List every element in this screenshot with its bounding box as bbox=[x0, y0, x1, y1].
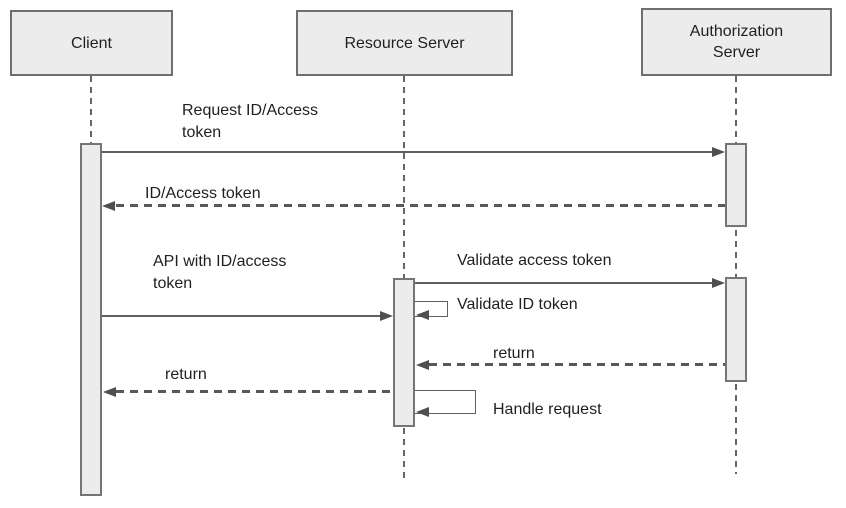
self-message-validate-id-label: Validate ID token bbox=[457, 296, 578, 313]
message-request-token-label: Request ID/Access token bbox=[182, 102, 319, 141]
actor-resource-server-label: Resource Server bbox=[344, 34, 465, 52]
message-request-token-line bbox=[102, 151, 714, 153]
message-return-to-resource-line bbox=[429, 363, 725, 366]
actor-authorization-server: Authorization Server bbox=[641, 8, 832, 76]
actor-authorization-server-label: Authorization Server bbox=[689, 23, 784, 61]
arrowhead-right-icon bbox=[712, 147, 725, 157]
arrowhead-left-icon bbox=[416, 360, 429, 370]
actor-resource-server: Resource Server bbox=[296, 10, 513, 76]
arrowhead-right-icon bbox=[380, 311, 393, 321]
message-return-to-resource-label: return bbox=[493, 345, 535, 362]
message-api-call-label: API with ID/access token bbox=[153, 253, 287, 292]
arrowhead-left-icon bbox=[416, 407, 429, 417]
arrowhead-left-icon bbox=[102, 201, 115, 211]
self-message-validate-id-loop bbox=[415, 301, 448, 317]
message-return-to-client-line bbox=[116, 390, 393, 393]
message-api-call-line bbox=[102, 315, 382, 317]
lifeline-client bbox=[90, 76, 92, 146]
message-id-access-token-label: ID/Access token bbox=[145, 185, 261, 202]
message-validate-access-label: Validate access token bbox=[457, 252, 612, 269]
activation-bar-authorization-server-2 bbox=[725, 277, 747, 382]
activation-bar-resource-server bbox=[393, 278, 415, 427]
self-message-handle-request-loop bbox=[415, 390, 476, 414]
arrowhead-left-icon bbox=[416, 310, 429, 320]
activation-bar-authorization-server-1 bbox=[725, 143, 747, 227]
message-validate-access-line bbox=[415, 282, 714, 284]
arrowhead-left-icon bbox=[103, 387, 116, 397]
message-return-to-client-label: return bbox=[165, 366, 207, 383]
actor-client-label: Client bbox=[71, 34, 112, 52]
self-message-handle-request-label: Handle request bbox=[493, 401, 602, 418]
arrowhead-right-icon bbox=[712, 278, 725, 288]
message-id-access-token-line bbox=[116, 204, 725, 207]
activation-bar-client bbox=[80, 143, 102, 496]
lifeline-authorization-server bbox=[735, 76, 737, 474]
actor-client: Client bbox=[10, 10, 173, 76]
